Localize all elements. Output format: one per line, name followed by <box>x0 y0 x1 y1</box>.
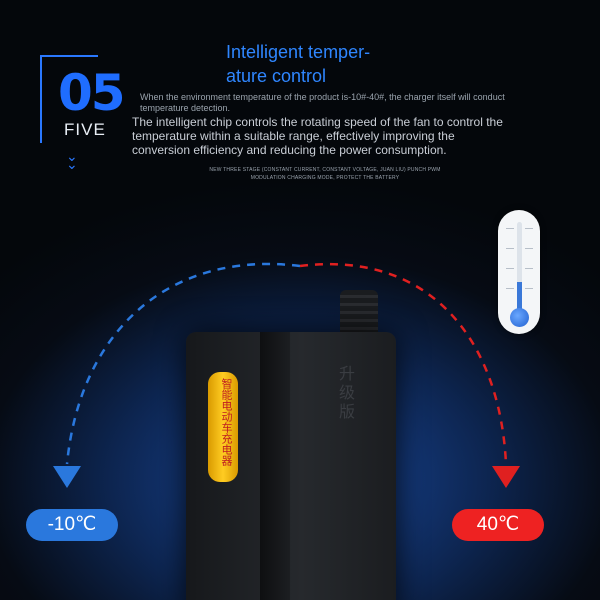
small-print: NEW THREE STAGE (CONSTANT CURRENT, CONST… <box>209 167 441 181</box>
cold-arc <box>65 262 301 465</box>
hot-temperature-badge: 40℃ <box>452 509 544 541</box>
thermometer-tick <box>525 228 533 229</box>
thermometer-tick <box>525 248 533 249</box>
feature-number: 05 <box>58 64 126 122</box>
environment-note: When the environment temperature of the … <box>140 92 505 113</box>
header-background <box>0 0 600 200</box>
cold-temperature-badge: -10℃ <box>26 509 118 541</box>
double-chevron-down-icon: ⌄⌄ <box>66 148 78 172</box>
thermometer-tick <box>525 268 533 269</box>
thermometer-tick <box>506 228 514 229</box>
charger-label-sticker <box>208 372 238 482</box>
thermometer-tube <box>517 222 522 312</box>
feature-title: Intelligent temper- ature control <box>226 40 426 88</box>
description-paragraph: The intelligent chip controls the rotati… <box>132 115 503 157</box>
charger-device-side <box>260 332 290 600</box>
cold-arrow-icon <box>53 466 81 488</box>
feature-number-word: FIVE <box>64 120 106 139</box>
hot-arrow-icon <box>492 466 520 488</box>
thermometer-tick <box>506 268 514 269</box>
thermometer-tick <box>506 288 514 289</box>
number-badge-frame <box>40 55 98 143</box>
thermometer-tick <box>506 248 514 249</box>
feature-title-line2: ature control <box>226 66 327 86</box>
thermometer-bulb <box>510 308 529 327</box>
feature-title-line1: Intelligent temper- <box>226 42 371 62</box>
hot-arc <box>299 263 508 465</box>
charger-embossed-text: 升级版 <box>336 365 353 422</box>
thermometer-tick <box>525 288 533 289</box>
thermometer-level <box>517 282 522 314</box>
charger-cable <box>340 290 378 338</box>
charger-label-text: 智能电动车充电器 <box>220 378 232 466</box>
